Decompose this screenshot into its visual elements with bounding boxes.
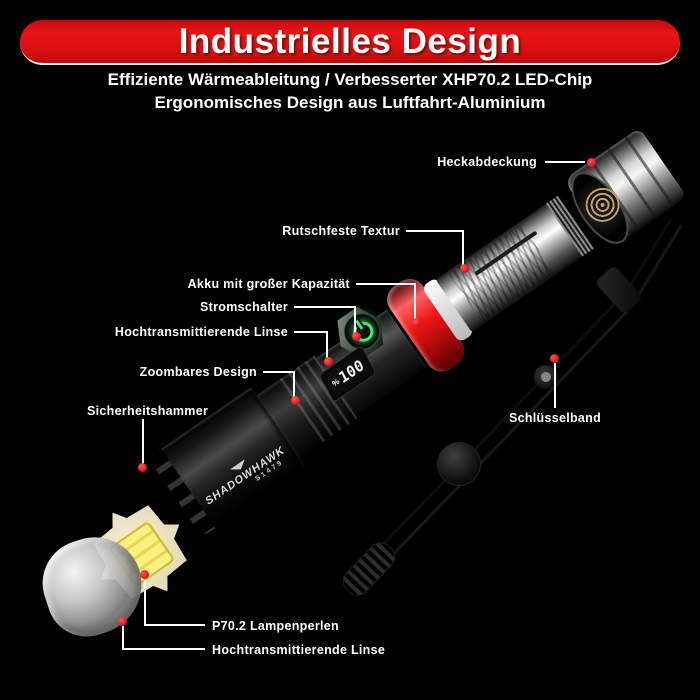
callout-stromschalter: Stromschalter [200,300,288,314]
leader-line [406,230,464,232]
leader-line [263,371,295,373]
callout-dot-akku [412,318,421,327]
callout-schluesselband: Schlüsselband [508,411,602,425]
leader-line [142,419,144,464]
callout-dot-heckabdeckung [587,158,596,167]
callout-linse-unten: Hochtransmittierende Linse [212,643,386,657]
callout-dot-linse-unten [118,617,127,626]
callout-zoombares-design: Zoombares Design [139,365,257,379]
subtitle-line-1: Effiziente Wärmeableitung / Verbesserter… [107,70,593,89]
title-banner: Industrielles Design [20,20,680,65]
leader-line [293,371,295,398]
lanyard-disc [437,442,481,486]
callout-dot-linse-mitte [324,357,333,366]
callout-akku: Akku mit großer Kapazität [187,277,350,291]
callout-sicherheitshammer: Sicherheitshammer [87,404,209,418]
callout-dot-stromschalter [352,332,361,341]
leader-line [122,626,124,650]
brand-text: SHADOWHAWK [203,444,288,508]
leader-line [122,648,205,650]
leader-line [144,580,146,626]
brand-plate: SHADOWHAWK S1479 [195,435,296,516]
body-tube [435,195,594,333]
callout-linse-mitte: Hochtransmittierende Linse [114,325,288,339]
callout-lampenperlen: P70.2 Lampenperlen [212,619,339,633]
knurl-texture [448,223,555,323]
lanyard-toggle-tip [337,536,401,602]
leader-line [294,331,328,333]
callout-dot-sicherheitshammer [138,463,147,472]
leader-line [354,306,356,334]
callout-heckabdeckung: Heckabdeckung [437,155,537,169]
subtitle-line-2: Ergonomisches Design aus Luftfahrt-Alumi… [154,93,546,112]
leader-line [554,363,556,408]
callout-rutschfeste-textur: Rutschfeste Textur [282,224,400,238]
leader-line [462,230,464,265]
leader-line [356,283,416,285]
leader-line [414,283,416,319]
callout-dot-rutschfeste-textur [460,264,469,273]
leader-line [144,624,205,626]
leader-line [326,331,328,358]
callout-dot-lampenperlen [140,570,149,579]
page-title: Industrielles Design [178,21,522,61]
leader-line [294,306,356,308]
callout-dot-zoombares-design [291,396,300,405]
leader-line [545,161,585,163]
battery-display-value: 100 [335,355,367,388]
callout-dot-schluesselband [550,354,559,363]
